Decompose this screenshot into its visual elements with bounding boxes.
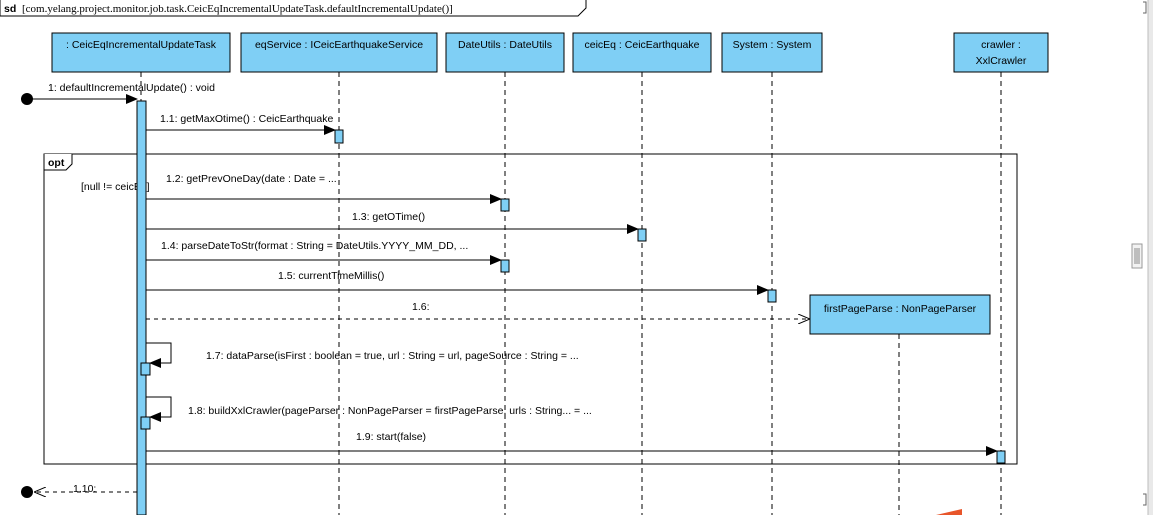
participant-firstpageparse[interactable]: firstPageParse : NonPageParser xyxy=(809,294,991,335)
opt-fragment: opt [null != ceicEq] xyxy=(43,153,1018,465)
activation-system xyxy=(767,289,777,303)
participant-box[interactable] xyxy=(51,32,231,73)
message-1-1[interactable]: 1.1: getMaxOtime() : CeicEarthquake xyxy=(146,113,344,144)
activation-task-self-1 xyxy=(140,362,151,376)
message-label: 1.7: dataParse(isFirst : boolean = true,… xyxy=(206,350,579,362)
message-1-6[interactable]: 1.6: xyxy=(146,301,809,319)
participant-label-line1: crawler : xyxy=(981,39,1021,51)
activation-task xyxy=(136,100,147,516)
participant-box[interactable] xyxy=(240,32,438,73)
participant-system[interactable]: System : System xyxy=(721,32,823,73)
activation-task-self-2 xyxy=(140,416,151,430)
participant-box[interactable] xyxy=(721,32,823,73)
message-1-3[interactable]: 1.3: getOTime() xyxy=(146,211,647,242)
participant-label: : CeicEqIncrementalUpdateTask xyxy=(66,39,217,51)
vertical-scrollbar[interactable] xyxy=(1148,0,1153,515)
participant-label: ceicEq : CeicEarthquake xyxy=(585,39,700,51)
frame-header: sd [com.yelang.project.monitor.job.task.… xyxy=(0,0,587,17)
top-scroll-icon[interactable] xyxy=(1143,1,1147,14)
message-label: 1: defaultIncrementalUpdate() : void xyxy=(48,82,215,94)
message-1-7[interactable]: 1.7: dataParse(isFirst : boolean = true,… xyxy=(140,342,579,376)
participant-ceiceq[interactable]: ceicEq : CeicEarthquake xyxy=(572,32,712,73)
opt-operator: opt xyxy=(48,157,65,169)
message-1-10[interactable]: 1.10: xyxy=(21,483,137,498)
participant-box[interactable] xyxy=(809,294,991,335)
message-1-5[interactable]: 1.5: currentTimeMillis() xyxy=(146,270,777,303)
message-arrow[interactable] xyxy=(146,396,172,422)
message-label: 1.6: xyxy=(412,301,430,313)
message-label: 1.8: buildXxlCrawler(pageParser : NonPag… xyxy=(188,405,592,417)
participant-box[interactable] xyxy=(953,32,1049,73)
message-label: 1.10: xyxy=(73,483,96,495)
opt-fragment-tab xyxy=(43,154,73,171)
participant-crawler[interactable]: crawler : XxlCrawler xyxy=(953,32,1049,73)
activation-dateutils-2 xyxy=(500,259,510,273)
message-1-2[interactable]: 1.2: getPrevOneDay(date : Date = ... xyxy=(146,173,510,212)
message-label: 1.4: parseDateToStr(format : String = Da… xyxy=(161,240,468,252)
participant-dateutils[interactable]: DateUtils : DateUtils xyxy=(445,32,565,73)
return-message-end xyxy=(21,486,33,498)
message-1[interactable]: 1: defaultIncrementalUpdate() : void xyxy=(21,82,215,105)
activation-crawler xyxy=(996,450,1006,464)
participant-box[interactable] xyxy=(572,32,712,73)
message-label: 1.3: getOTime() xyxy=(352,211,425,223)
participant-eqservice[interactable]: eqService : ICeicEarthquakeService xyxy=(240,32,438,73)
found-message-start xyxy=(21,93,33,105)
activation-eqservice xyxy=(334,129,344,144)
opt-fragment-frame xyxy=(43,153,1018,465)
message-label: 1.2: getPrevOneDay(date : Date = ... xyxy=(166,173,337,185)
message-1-4[interactable]: 1.4: parseDateToStr(format : String = Da… xyxy=(146,240,510,273)
activation-dateutils-1 xyxy=(500,198,510,212)
participant-label: firstPageParse : NonPageParser xyxy=(824,303,977,315)
message-1-9[interactable]: 1.9: start(false) xyxy=(146,431,1006,464)
participant-task[interactable]: : CeicEqIncrementalUpdateTask xyxy=(51,32,231,73)
message-arrow[interactable] xyxy=(146,342,172,368)
message-label: 1.1: getMaxOtime() : CeicEarthquake xyxy=(160,113,333,125)
activation-ceiceq xyxy=(637,228,647,242)
participant-label-line2: XxlCrawler xyxy=(976,55,1027,67)
frame-title: [com.yelang.project.monitor.job.task.Cei… xyxy=(22,3,453,15)
participant-box[interactable] xyxy=(445,32,565,73)
participant-label: System : System xyxy=(733,39,812,51)
participant-label: DateUtils : DateUtils xyxy=(458,39,552,51)
message-label: 1.5: currentTimeMillis() xyxy=(278,270,384,282)
frame-header-tab xyxy=(0,0,587,17)
resize-corner-icon[interactable] xyxy=(936,509,962,515)
message-label: 1.9: start(false) xyxy=(356,431,426,443)
bottom-scroll-icon[interactable] xyxy=(1143,493,1147,506)
opt-guard: [null != ceicEq] xyxy=(81,181,150,193)
frame-keyword: sd xyxy=(4,3,16,15)
message-1-8[interactable]: 1.8: buildXxlCrawler(pageParser : NonPag… xyxy=(140,396,592,430)
participant-label: eqService : ICeicEarthquakeService xyxy=(255,39,423,51)
scrollbar-grip-icon[interactable] xyxy=(1131,243,1143,269)
